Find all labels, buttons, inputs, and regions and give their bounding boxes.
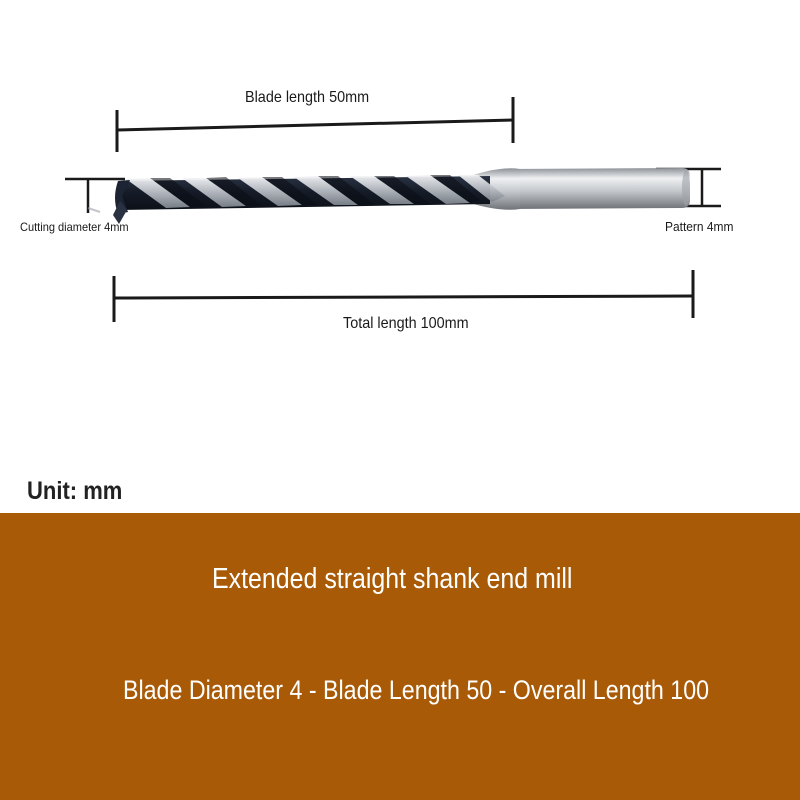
pattern-label: Pattern 4mm: [665, 219, 734, 234]
info-banner: Extended straight shank end mill Blade D…: [0, 513, 800, 800]
unit-label: Unit: mm: [27, 477, 123, 505]
end-mill-icon: [113, 168, 690, 224]
total-length-dimension: [112, 270, 695, 322]
dimension-diagram: [65, 97, 721, 322]
banner-spec: Blade Diameter 4 - Blade Length 50 - Ove…: [123, 675, 710, 705]
blade-length-label: Blade length 50mm: [245, 89, 370, 106]
cutting-diameter-label: Cutting diameter 4mm: [20, 220, 129, 234]
total-length-label: Total length 100mm: [343, 315, 469, 332]
diagram-area: Blade length 50mm Cutting diameter 4mm P…: [20, 89, 734, 505]
cutting-diameter-dimension: [65, 177, 125, 213]
blade-length-dimension: [115, 97, 515, 152]
banner-title: Extended straight shank end mill: [212, 563, 573, 595]
